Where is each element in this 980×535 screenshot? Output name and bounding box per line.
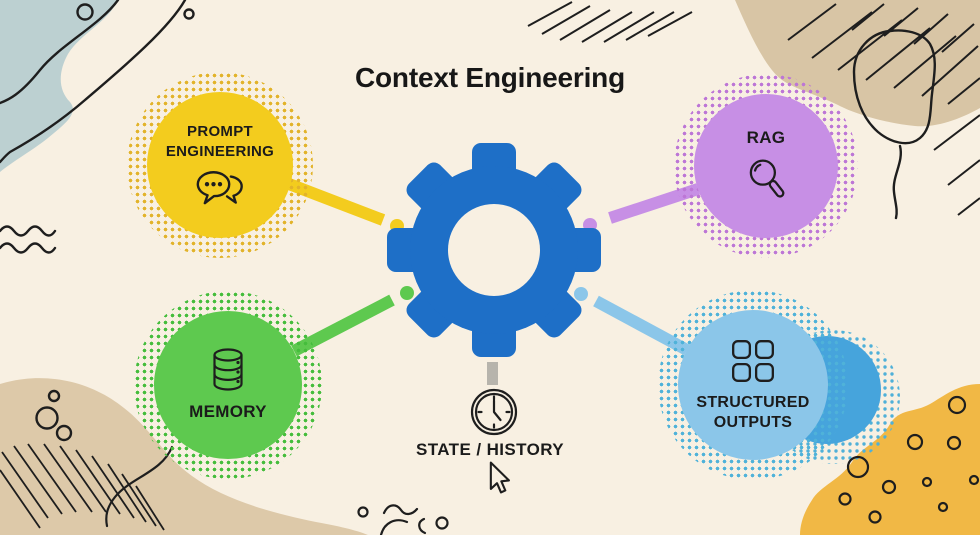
blob-top-left (0, 0, 118, 172)
node-memory: MEMORY (134, 291, 322, 479)
node-prompt-engineering: PROMPT ENGINEERING (127, 72, 313, 258)
blob-top-right (735, 0, 980, 127)
database-icon (213, 348, 243, 391)
doodles-bottom-center (105, 445, 449, 535)
connector-memory (291, 286, 414, 357)
chat-bubbles-icon (196, 170, 243, 205)
hatch-lines-bottom-left (0, 443, 165, 531)
circles-bottom-left (35, 389, 73, 442)
node-circle: STRUCTURED OUTPUTS (678, 310, 828, 460)
node-label: MEMORY (189, 402, 267, 422)
gear-hole (448, 204, 540, 296)
magnifying-glass-icon (749, 159, 785, 198)
node-circle: RAG (694, 94, 838, 238)
node-circle: MEMORY (154, 311, 302, 459)
connector-state-stub (487, 362, 498, 385)
hatch-lines-top-center (527, 1, 693, 43)
grid-icon (732, 339, 774, 382)
circles-bottom-right (793, 386, 980, 524)
node-rag: RAG (674, 74, 858, 258)
cursor-arrow-icon (489, 461, 510, 494)
squiggle-curves-top-left (0, 0, 195, 164)
clock-icon (470, 388, 518, 436)
page-title: Context Engineering (355, 62, 625, 93)
blob-bottom-right (800, 384, 980, 535)
node-label: STRUCTURED OUTPUTS (696, 393, 810, 431)
blob-bottom-left (0, 378, 368, 535)
outline-blob-top-right (852, 29, 936, 220)
hatch-lines-top-right (787, 3, 980, 216)
wavy-lines-left (0, 225, 57, 254)
node-structured-outputs: STRUCTURED OUTPUTS (658, 290, 848, 480)
state-history-label: STATE / HISTORY (416, 440, 564, 459)
node-circle: PROMPT ENGINEERING (147, 92, 293, 238)
gear-icon (387, 143, 601, 357)
node-label: PROMPT ENGINEERING (165, 123, 275, 160)
node-label: RAG (746, 128, 786, 148)
